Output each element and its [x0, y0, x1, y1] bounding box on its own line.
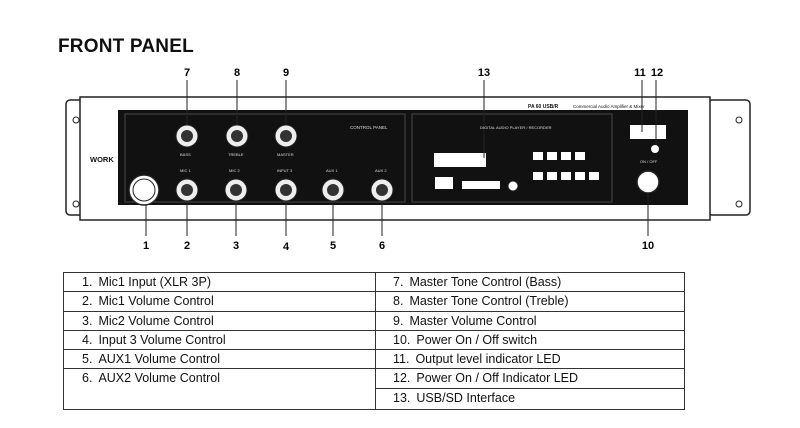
player-label: DIGITAL AUDIO PLAYER / RECORDER — [480, 125, 552, 130]
legend-row: 13.USB/SD Interface — [393, 390, 516, 405]
front-panel-diagram: WORK PA 60 USB/R Commercial Audio Amplif… — [65, 67, 751, 253]
power-label: ON / OFF — [640, 159, 658, 164]
callout-4: 4 — [283, 241, 290, 253]
control-panel-area — [124, 113, 406, 203]
treble-knob — [225, 124, 249, 148]
master-label: MASTER — [277, 152, 294, 157]
model-description: Commercial Audio Amplifier & Mixer — [573, 104, 645, 109]
power-indicator-led — [651, 145, 659, 153]
remote-sensor — [507, 180, 519, 192]
legend-row: 5.AUX1 Volume Control — [64, 350, 375, 370]
callout-5: 5 — [330, 240, 336, 252]
model-strip — [520, 100, 690, 110]
brand-logo: WORK — [90, 155, 114, 164]
legend-right-column: 7.Master Tone Control (Bass) 8.Master To… — [375, 273, 685, 409]
legend-left-column: 1.Mic1 Input (XLR 3P) 2.Mic1 Volume Cont… — [64, 273, 376, 409]
callout-8: 8 — [234, 67, 240, 79]
xlr-mic-input — [128, 174, 160, 206]
legend-row: 12.Power On / Off Indicator LED — [375, 369, 685, 389]
control-panel-label: CONTROL PANEL — [350, 125, 388, 130]
treble-label: TREBLE — [228, 152, 244, 157]
power-switch — [636, 170, 660, 194]
legend-row: 4.Input 3 Volume Control — [64, 331, 375, 351]
callout-13: 13 — [478, 67, 490, 79]
right-rack-ear — [707, 99, 751, 216]
mic1-volume-knob — [175, 178, 199, 202]
mic1-label: MIC 1 — [180, 168, 191, 173]
display-screen — [434, 153, 486, 167]
callout-9: 9 — [283, 67, 289, 79]
callout-6: 6 — [379, 240, 385, 252]
aux2-volume-knob — [370, 178, 394, 202]
callout-10: 10 — [642, 240, 654, 252]
callout-12: 12 — [651, 67, 663, 79]
usb-port — [435, 177, 453, 189]
mic2-label: MIC 2 — [229, 168, 240, 173]
bass-label: BASS — [180, 152, 191, 157]
screw-icon — [735, 116, 743, 124]
legend-row: 10.Power On / Off switch — [375, 331, 685, 351]
legend-row: 2.Mic1 Volume Control — [64, 292, 375, 312]
mic2-volume-knob — [224, 178, 248, 202]
callout-11: 11 — [634, 67, 646, 79]
player-buttons — [533, 152, 599, 180]
legend-row: 6.AUX2 Volume Control — [82, 371, 221, 386]
callout-1: 1 — [143, 240, 149, 252]
page-title: FRONT PANEL — [58, 36, 194, 57]
legend-row: 9.Master Volume Control — [375, 312, 685, 331]
callout-7: 7 — [184, 67, 190, 79]
legend-row: 3.Mic2 Volume Control — [64, 312, 375, 331]
output-level-led — [630, 125, 666, 139]
legend-row: 1.Mic1 Input (XLR 3P) — [64, 273, 375, 293]
aux2-label: AUX 2 — [375, 168, 387, 173]
callout-3: 3 — [233, 240, 239, 252]
aux1-label: AUX 1 — [326, 168, 338, 173]
sd-slot — [462, 181, 500, 189]
legend-table: 1.Mic1 Input (XLR 3P) 2.Mic1 Volume Cont… — [63, 272, 685, 410]
legend-row: 11.Output level indicator LED — [375, 350, 685, 370]
callout-2: 2 — [184, 240, 190, 252]
model-label: PA 60 USB/R — [528, 104, 559, 110]
screw-icon — [72, 200, 80, 208]
input3-label: INPUT 3 — [277, 168, 293, 173]
bass-knob — [175, 124, 199, 148]
screw-icon — [72, 116, 80, 124]
legend-row: 8.Master Tone Control (Treble) — [375, 292, 685, 312]
input3-volume-knob — [274, 178, 298, 202]
screw-icon — [735, 200, 743, 208]
legend-row: 7.Master Tone Control (Bass) — [375, 273, 685, 293]
master-knob — [274, 124, 298, 148]
aux1-volume-knob — [321, 178, 345, 202]
